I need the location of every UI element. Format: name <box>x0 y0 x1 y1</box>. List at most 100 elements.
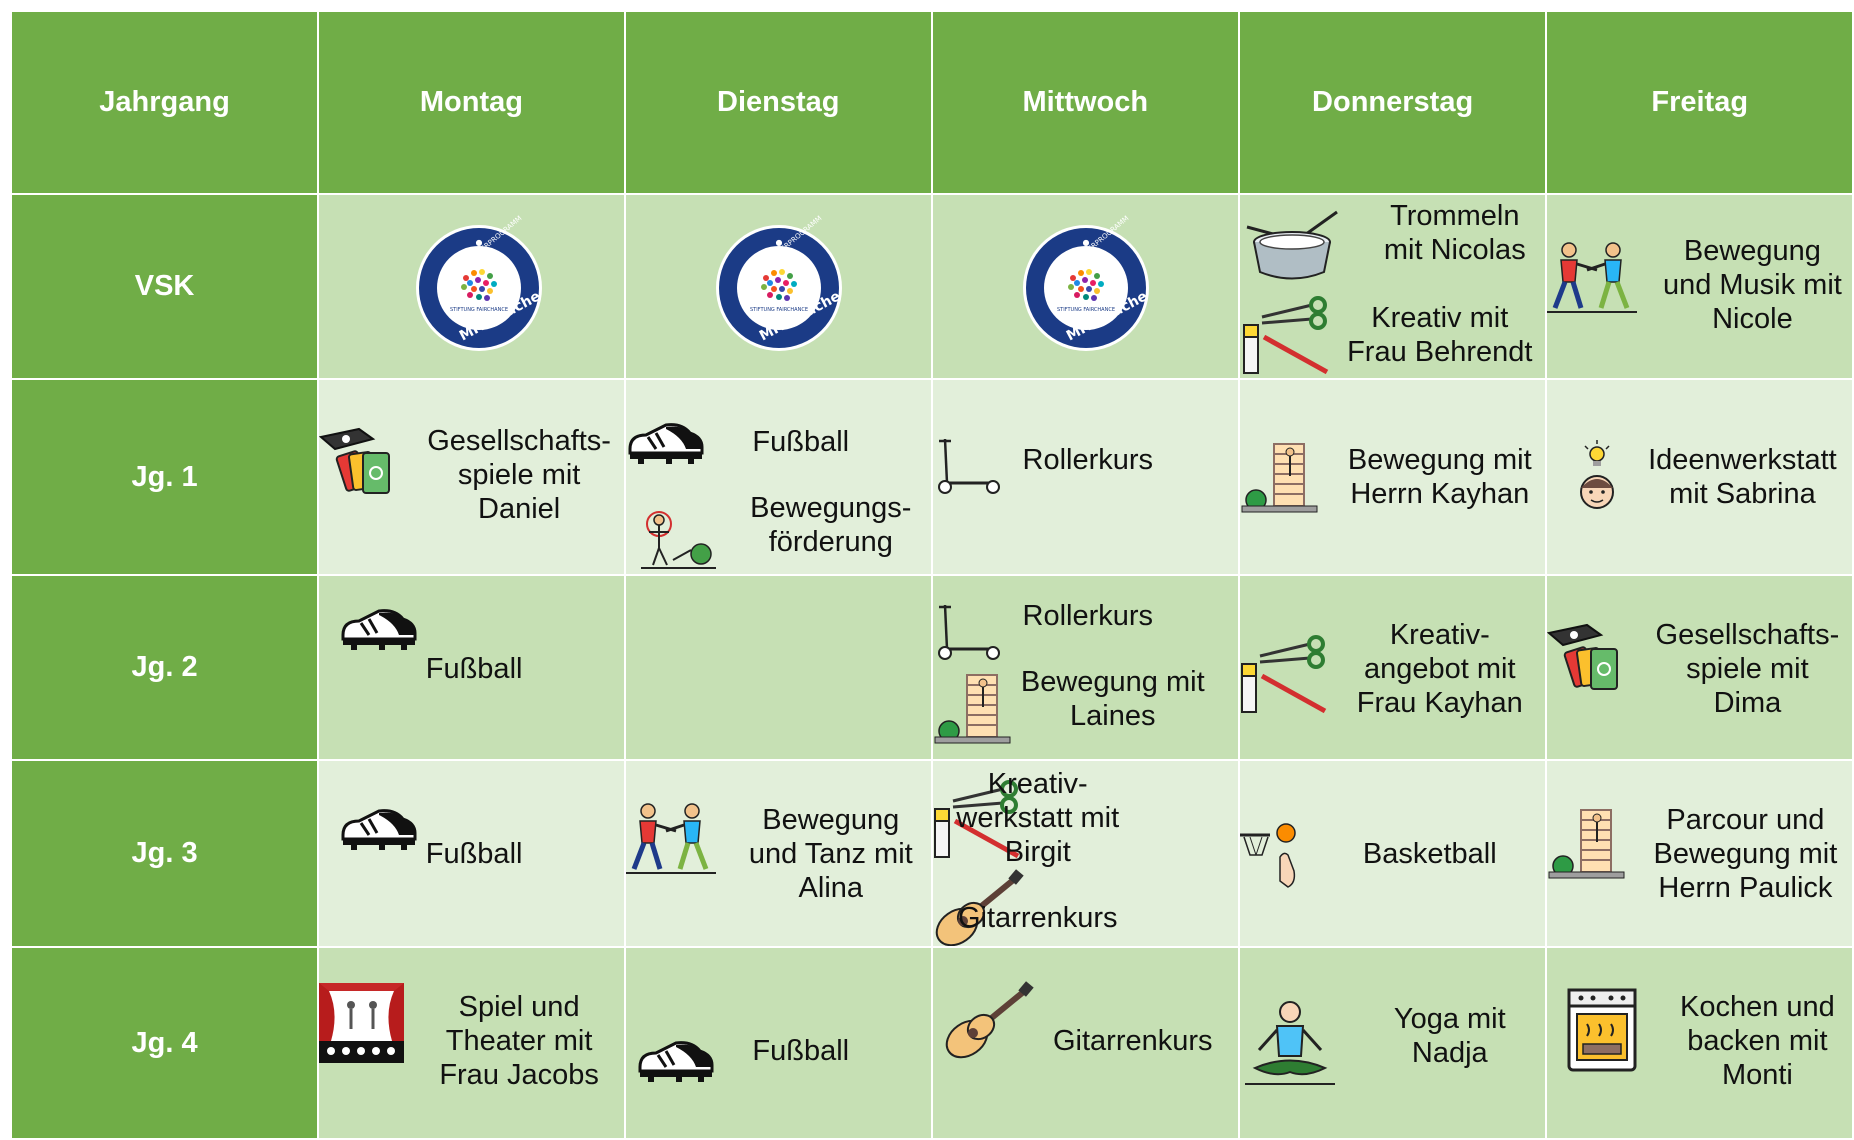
yoga-person-icon <box>1244 998 1335 1088</box>
scissors-glue-icon <box>1242 296 1332 377</box>
header-mittwoch: Mittwoch <box>930 10 1240 195</box>
activity-label: Gitarrenkurs <box>1052 1025 1213 1057</box>
activity-label: Basketball <box>1362 838 1497 870</box>
cell-content: Basketball <box>1240 762 1545 945</box>
wall-bars-icon <box>1241 440 1318 515</box>
schedule-row: VSK ● MITsprache STIFTUNG FAIRCHANCE SPR… <box>9 193 1854 380</box>
board-game-cards-icon <box>1548 621 1627 701</box>
board-game-cards-icon <box>320 425 399 505</box>
mitsprache-logo-icon: ● MITsprache STIFTUNG FAIRCHANCE SPRACHF… <box>714 213 844 353</box>
dancing-people-icon <box>1548 240 1638 315</box>
activity-label: Fußball <box>752 426 850 458</box>
cell-content <box>627 577 930 758</box>
cell-mittwoch: ● MITsprache STIFTUNG FAIRCHANCE SPRACHF… <box>930 193 1240 380</box>
football-boot-icon <box>339 601 419 651</box>
cell-content: Rollerkurs <box>934 381 1237 573</box>
wall-bars-icon <box>1548 806 1625 881</box>
activity-label: Fußball <box>425 653 523 685</box>
cell-content: ● MITsprache STIFTUNG FAIRCHANCE SPRACHF… <box>627 196 930 377</box>
cell-dienstag: Fußball Bewegungs-förderung <box>623 378 933 576</box>
svg-text:●: ● <box>775 238 782 247</box>
activity-label: Fußball <box>752 1035 850 1067</box>
guitar-icon <box>943 981 1034 1063</box>
theater-stage-icon <box>320 983 405 1063</box>
mitsprache-logo-icon: ● MITsprache STIFTUNG FAIRCHANCE SPRACHF… <box>414 213 544 353</box>
header-row: Jahrgang Montag Dienstag Mittwoch Donner… <box>9 10 1854 195</box>
cell-dienstag <box>623 574 933 761</box>
cell-content: ● MITsprache STIFTUNG FAIRCHANCE SPRACHF… <box>320 196 623 377</box>
row-label: Jg. 1 <box>9 378 320 576</box>
cell-content: Fußball <box>320 762 623 945</box>
cell-content: Fußball <box>627 949 930 1137</box>
cell-content: Fußball <box>320 577 623 758</box>
cell-content: Gitarrenkurs <box>934 949 1237 1137</box>
activity-label: Rollerkurs <box>1022 444 1154 476</box>
header-jahrgang: Jahrgang <box>9 10 320 195</box>
header-donnerstag: Donnerstag <box>1237 10 1548 195</box>
row-label: Jg. 2 <box>9 574 320 761</box>
header-freitag: Freitag <box>1545 10 1854 195</box>
dancing-people-icon <box>626 801 716 876</box>
activity-label: Rollerkurs <box>1022 600 1154 632</box>
header-dienstag: Dienstag <box>623 10 933 195</box>
mitsprache-logo-icon: ● MITsprache STIFTUNG FAIRCHANCE SPRACHF… <box>1021 213 1151 353</box>
row-label: Jg. 4 <box>9 946 320 1140</box>
oven-icon <box>1567 988 1637 1073</box>
exercise-ball-icon <box>640 510 716 570</box>
cell-montag: Fußball <box>317 759 626 948</box>
cell-mittwoch: Gitarrenkurs <box>930 946 1240 1140</box>
activity-label: Bewegungs-förderung <box>750 492 912 558</box>
header-montag: Montag <box>317 10 626 195</box>
scooter-icon <box>934 601 1003 661</box>
row-label: VSK <box>9 193 320 380</box>
activity-label: Gitarrenkurs <box>957 902 1118 934</box>
cell-montag: ● MITsprache STIFTUNG FAIRCHANCE SPRACHF… <box>317 193 626 380</box>
scissors-glue-icon <box>933 780 1023 861</box>
drum-icon <box>1242 207 1342 287</box>
svg-text:STIFTUNG FAIRCHANCE: STIFTUNG FAIRCHANCE <box>450 307 508 313</box>
cell-dienstag: ● MITsprache STIFTUNG FAIRCHANCE SPRACHF… <box>623 193 933 380</box>
football-boot-icon <box>339 801 419 851</box>
schedule-row: Jg. 2 Fußball Rollerkurs <box>9 574 1854 761</box>
row-label: Jg. 3 <box>9 759 320 948</box>
scissors-glue-icon <box>1240 635 1330 716</box>
svg-text:STIFTUNG FAIRCHANCE: STIFTUNG FAIRCHANCE <box>750 307 808 313</box>
basketball-hoop-icon <box>1240 821 1310 891</box>
football-boot-icon <box>627 415 706 465</box>
wall-bars-icon <box>934 671 1011 746</box>
